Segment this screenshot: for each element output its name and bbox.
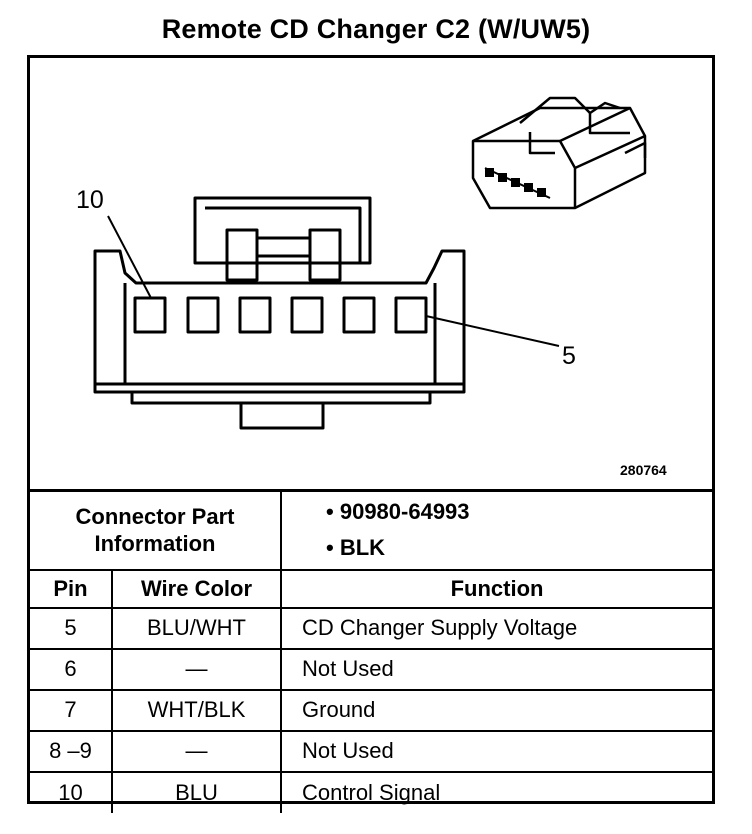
table-row: 8 –9 — Not Used (30, 729, 713, 773)
table-row: 10 BLU Control Signal (30, 770, 713, 813)
pin-cell: 10 (30, 770, 113, 813)
connector-front-view-drawing (93, 196, 560, 430)
pin-cell: 5 (30, 606, 113, 650)
connector-info-row: Connector Part Information 90980-64993 B… (30, 489, 713, 571)
function-cell: Not Used (280, 729, 713, 773)
function-cell: Not Used (280, 647, 713, 691)
header-function: Function (280, 568, 713, 609)
wire-color-cell: WHT/BLK (110, 688, 283, 732)
table-row: 6 — Not Used (30, 647, 713, 691)
pin-cell: 7 (30, 688, 113, 732)
diagram-frame: 10 5 280764 Connector Part Information 9… (27, 55, 715, 813)
header-wire-color: Wire Color (110, 568, 283, 609)
wire-color-cell: — (110, 647, 283, 691)
table-row: 7 WHT/BLK Ground (30, 688, 713, 732)
connector-info-label: Connector Part Information (30, 489, 283, 571)
connector-info-label-line1: Connector Part (75, 504, 235, 530)
callout-pin-5: 5 (562, 342, 576, 370)
function-cell: CD Changer Supply Voltage (280, 606, 713, 650)
function-cell: Ground (280, 688, 713, 732)
figure-reference-code: 280764 (620, 462, 667, 478)
wire-color-cell: — (110, 729, 283, 773)
callout-pin-10: 10 (76, 186, 104, 214)
pin-cell: 6 (30, 647, 113, 691)
header-pin: Pin (30, 568, 113, 609)
table-header-row: Pin Wire Color Function (30, 568, 713, 609)
table-row: 5 BLU/WHT CD Changer Supply Voltage (30, 606, 713, 650)
connector-color: BLK (326, 530, 712, 566)
connector-part-number: 90980-64993 (326, 494, 712, 530)
wire-color-cell: BLU (110, 770, 283, 813)
wire-color-cell: BLU/WHT (110, 606, 283, 650)
function-cell: Control Signal (280, 770, 713, 813)
pin-cell: 8 –9 (30, 729, 113, 773)
connector-info-label-line2: Information (94, 531, 216, 557)
connector-info-values: 90980-64993 BLK (280, 489, 713, 571)
connector-diagram-area: 10 5 280764 (30, 58, 712, 489)
pinout-table: Connector Part Information 90980-64993 B… (30, 489, 713, 813)
diagram-title: Remote CD Changer C2 (W/UW5) (161, 14, 591, 44)
